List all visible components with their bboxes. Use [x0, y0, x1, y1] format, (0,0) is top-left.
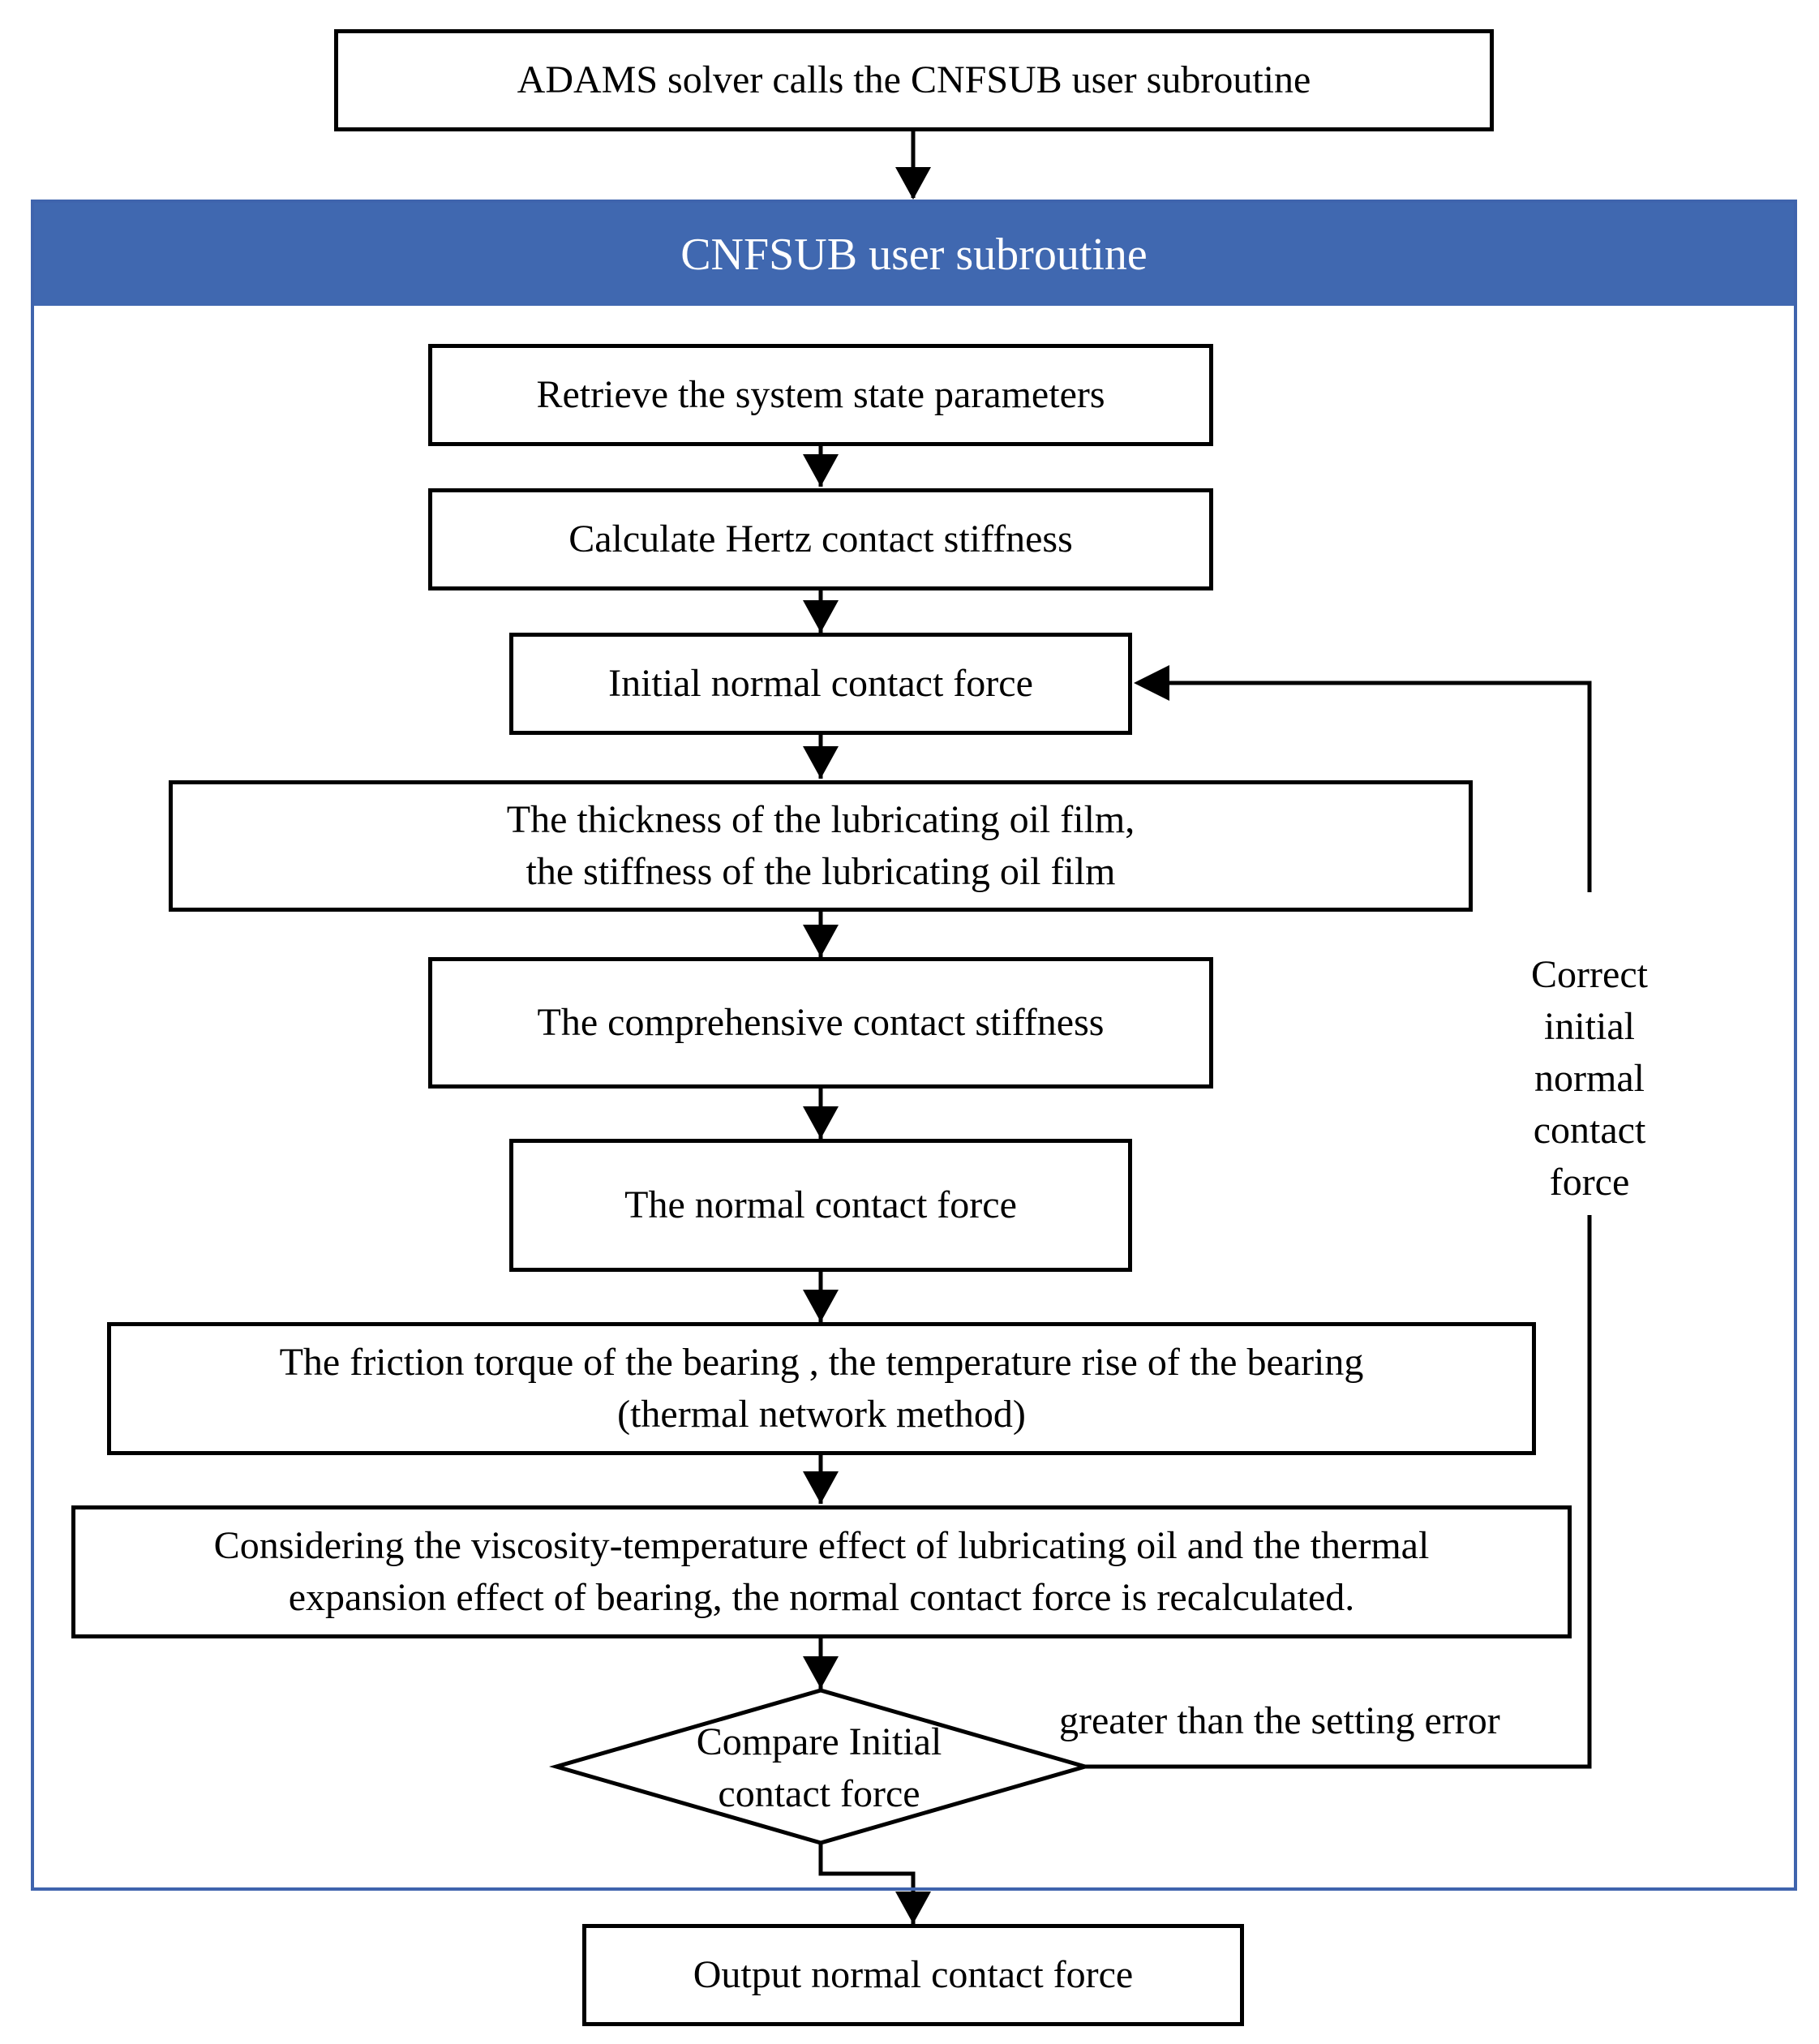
friction-label-line1: The friction torque of the bearing , the…: [279, 1341, 1364, 1384]
initial-force-label: Initial normal contact force: [608, 662, 1033, 705]
output-box: Output normal contact force: [582, 1924, 1244, 2026]
friction-label-line2: (thermal network method): [617, 1393, 1026, 1436]
branch-label: greater than the setting error: [1059, 1699, 1500, 1742]
oil-film-label-line1: The thickness of the lubricating oil fil…: [506, 798, 1135, 841]
feedback-label: Correct initial normal contact force: [1492, 943, 1687, 1215]
comprehensive-stiffness-label: The comprehensive contact stiffness: [537, 1001, 1105, 1044]
normal-force-label: The normal contact force: [624, 1183, 1017, 1226]
start-box-label: ADAMS solver calls the CNFSUB user subro…: [517, 58, 1311, 101]
hertz-box: Calculate Hertz contact stiffness: [428, 488, 1213, 590]
feedback-label-line3: normal: [1534, 1057, 1645, 1100]
recalc-box: Considering the viscosity-temperature ef…: [71, 1505, 1572, 1638]
feedback-label-line2: initial: [1544, 1005, 1635, 1048]
retrieve-box: Retrieve the system state parameters: [428, 344, 1213, 446]
oil-film-box: The thickness of the lubricating oil fil…: [169, 780, 1473, 912]
start-box: ADAMS solver calls the CNFSUB user subro…: [334, 29, 1494, 131]
feedback-label-line1: Correct: [1531, 953, 1648, 996]
decision-label-line2: contact force: [718, 1772, 920, 1815]
retrieve-label: Retrieve the system state parameters: [536, 373, 1105, 416]
subroutine-header: CNFSUB user subroutine: [34, 203, 1794, 306]
comprehensive-stiffness-box: The comprehensive contact stiffness: [428, 957, 1213, 1089]
recalc-label-line2: expansion effect of bearing, the normal …: [288, 1576, 1355, 1619]
subroutine-container: CNFSUB user subroutine: [31, 200, 1797, 1891]
recalc-label-line1: Considering the viscosity-temperature ef…: [213, 1524, 1430, 1567]
initial-force-box: Initial normal contact force: [509, 633, 1132, 735]
hertz-label: Calculate Hertz contact stiffness: [568, 517, 1073, 560]
decision-label: Compare Initial contact force: [633, 1716, 1006, 1820]
feedback-label-line5: force: [1549, 1161, 1630, 1204]
friction-box: The friction torque of the bearing , the…: [107, 1322, 1536, 1455]
decision-label-line1: Compare Initial: [696, 1720, 942, 1763]
subroutine-title: CNFSUB user subroutine: [680, 229, 1148, 280]
output-label: Output normal contact force: [693, 1953, 1134, 1996]
oil-film-label-line2: the stiffness of the lubricating oil fil…: [526, 850, 1116, 893]
feedback-label-line4: contact: [1533, 1109, 1646, 1152]
normal-force-box: The normal contact force: [509, 1139, 1132, 1272]
